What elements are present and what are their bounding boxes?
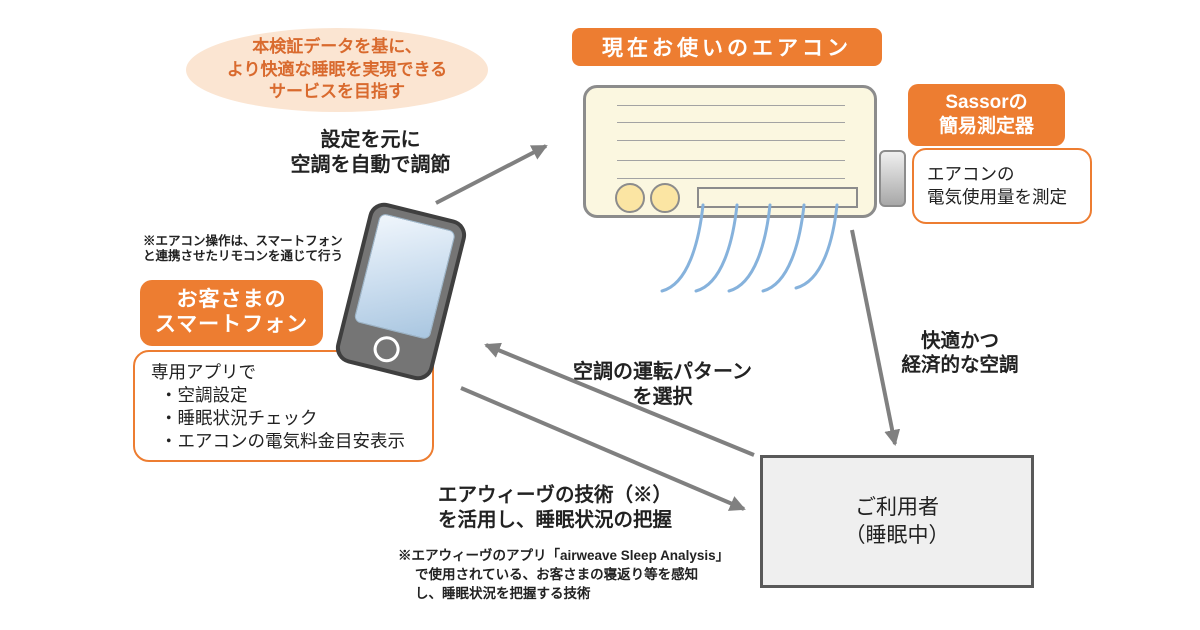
label-setting-flow: 設定を元に 空調を自動で調節 bbox=[290, 129, 451, 176]
goal-line-3: サービスを目指す bbox=[269, 82, 405, 102]
customer-phone-title-box: お客さまの スマートフォン bbox=[140, 280, 323, 346]
goal-line-2: より快適な睡眠を実現できる bbox=[226, 59, 448, 79]
app-features-box: 専用アプリで ・空調設定 ・睡眠状況チェック ・エアコンの電気料金目安表示 bbox=[133, 350, 434, 462]
air-conditioner-icon bbox=[583, 85, 877, 218]
remote-note: ※エアコン操作は、スマートフォン と連携させたリモコンを通じて行う bbox=[143, 234, 344, 264]
sassor-title-box: Sassorの 簡易測定器 bbox=[908, 84, 1065, 146]
arrow-phone-to-ac bbox=[435, 144, 548, 205]
ac-grill-line bbox=[617, 178, 845, 179]
sassor-device-icon bbox=[879, 150, 906, 207]
sassor-desc-box: エアコンの 電気使用量を測定 bbox=[912, 148, 1092, 224]
smartphone-screen bbox=[353, 212, 457, 341]
goal-ellipse: 本検証データを基に、 より快適な睡眠を実現できる サービスを目指す bbox=[186, 28, 488, 112]
airflow-lines bbox=[660, 203, 839, 293]
ac-button-icon bbox=[615, 183, 645, 213]
smartphone-home-button bbox=[370, 333, 403, 365]
ac-grill-line bbox=[617, 140, 845, 141]
airweave-footnote: ※エアウィーヴのアプリ「airweave Sleep Analysis」 で使用… bbox=[398, 548, 730, 601]
ac-grill-line bbox=[617, 105, 845, 106]
ac-grill-line bbox=[617, 122, 845, 123]
ac-grill-line bbox=[617, 160, 845, 161]
ac-header: 現在お使いのエアコン bbox=[572, 28, 882, 66]
ac-button-icon bbox=[650, 183, 680, 213]
arrow-user-to-phone bbox=[484, 342, 755, 457]
label-airweave-flow: エアウィーヴの技術（※） を活用し、睡眠状況の把握 bbox=[437, 484, 672, 532]
arrow-phone-to-user bbox=[460, 386, 746, 511]
label-pattern-flow: 空調の運転パターン を選択 bbox=[573, 361, 752, 408]
goal-line-1: 本検証データを基に、 bbox=[252, 36, 422, 56]
ac-vent bbox=[697, 187, 858, 208]
user-box: ご利用者 （睡眠中） bbox=[760, 455, 1034, 588]
arrow-ac-to-user bbox=[850, 229, 901, 446]
label-comfort-flow: 快適かつ 経済的な空調 bbox=[901, 330, 1019, 377]
